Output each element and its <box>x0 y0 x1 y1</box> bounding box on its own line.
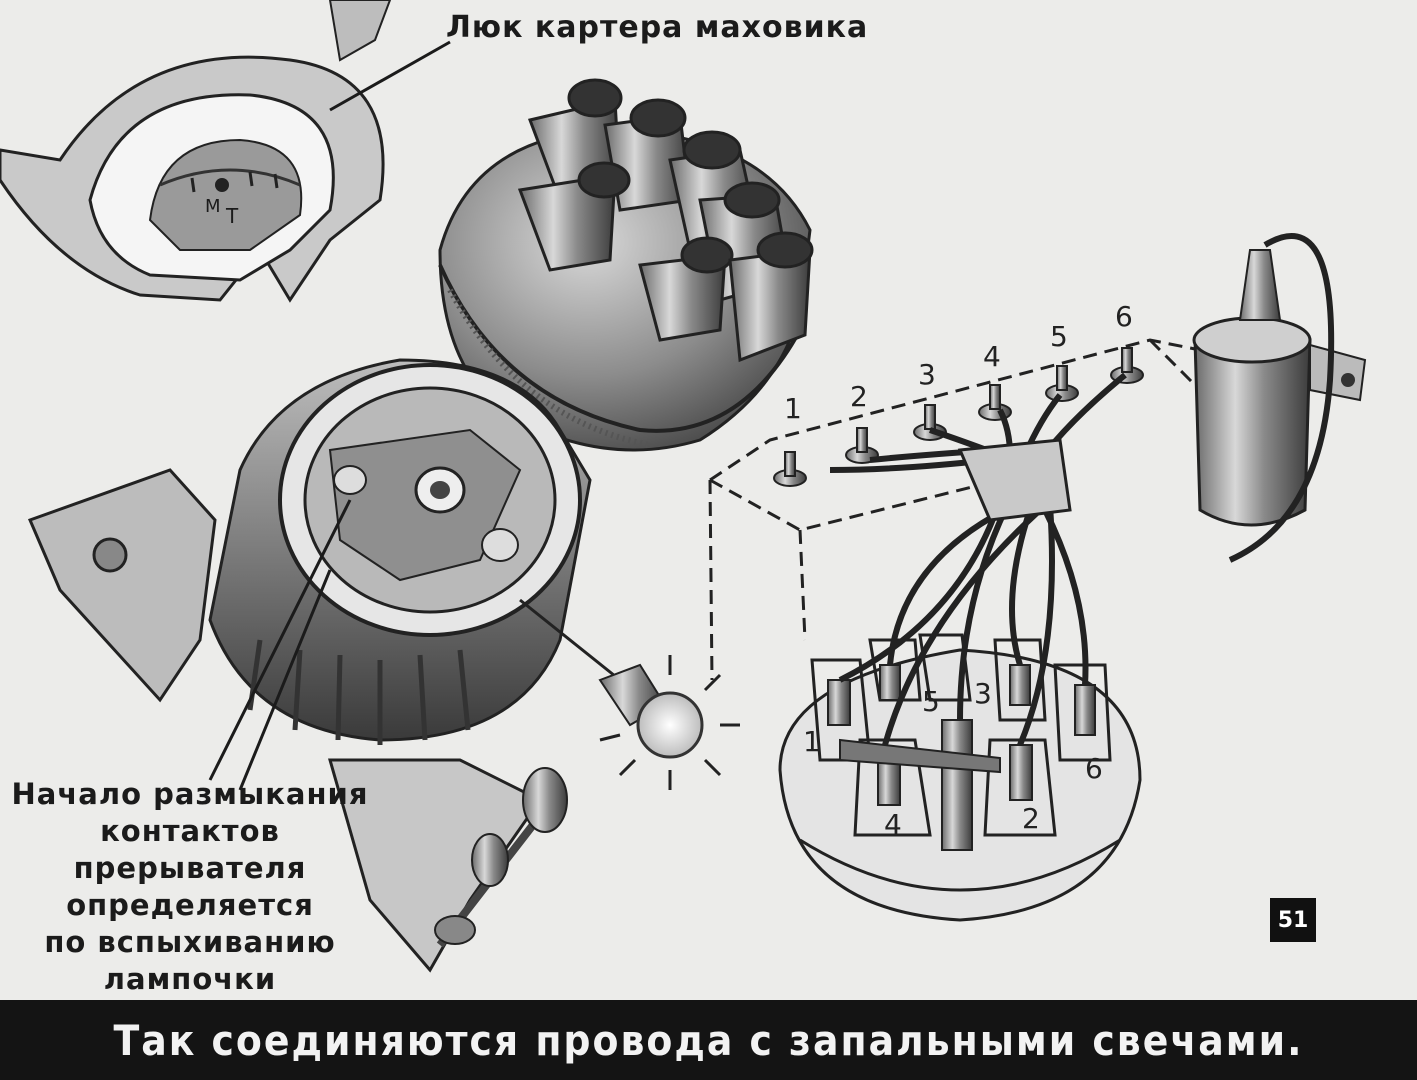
contacts-note-line: по вспыхиванию <box>44 925 336 959</box>
test-lamp <box>519 479 740 790</box>
spark-plug-number-3: 3 <box>918 358 936 391</box>
contacts-note-line: контактов <box>100 814 280 848</box>
flywheel-housing-hatch <box>0 0 392 303</box>
contacts-note-line: Начало размыкания <box>11 777 369 811</box>
contacts-note-line: лампочки <box>103 962 277 996</box>
ignition-coil <box>1192 233 1367 563</box>
engine-block-outline <box>709 338 1202 641</box>
slide-number: 51 <box>1270 898 1316 942</box>
flywheel-hatch-label: Люк картера маховика <box>446 10 869 45</box>
scale-mark-t: Т <box>226 204 240 228</box>
cap-terminal-number-5: 5 <box>922 685 940 718</box>
hatch-leader-line <box>329 40 451 112</box>
distributor-cap <box>438 78 814 452</box>
contacts-note-line: определяется <box>66 888 314 922</box>
distributor-cap-wiring <box>778 372 1142 922</box>
cap-terminal-number-6: 6 <box>1085 752 1103 785</box>
spark-plug-number-5: 5 <box>1050 320 1068 353</box>
scale-mark-m: М <box>205 196 222 217</box>
contacts-note: Начало размыкания контактов прерывателя … <box>0 776 380 998</box>
caption-bar: Так соединяются провода с запальными све… <box>0 1000 1417 1080</box>
contacts-leader-line-2 <box>238 569 332 791</box>
spark-plug-number-6: 6 <box>1115 300 1133 333</box>
spark-plug-number-4: 4 <box>983 340 1001 373</box>
spark-plugs <box>773 347 1144 487</box>
contacts-note-line: прерывателя <box>73 851 307 885</box>
spark-plug-number-1: 1 <box>784 392 802 425</box>
cap-terminal-number-3: 3 <box>974 677 992 710</box>
spark-plug-number-2: 2 <box>850 380 868 413</box>
contacts-leader-line-1 <box>208 499 352 781</box>
distributor-body <box>27 358 592 973</box>
caption: Так соединяются провода с запальными све… <box>113 1015 1304 1065</box>
illustration <box>0 0 1367 973</box>
cap-terminal-number-4: 4 <box>884 808 902 841</box>
filmstrip-slide: Люк картера маховика М Т Начало размыкан… <box>0 0 1417 1000</box>
cap-terminal-number-1: 1 <box>803 725 821 758</box>
cap-terminal-number-2: 2 <box>1022 802 1040 835</box>
